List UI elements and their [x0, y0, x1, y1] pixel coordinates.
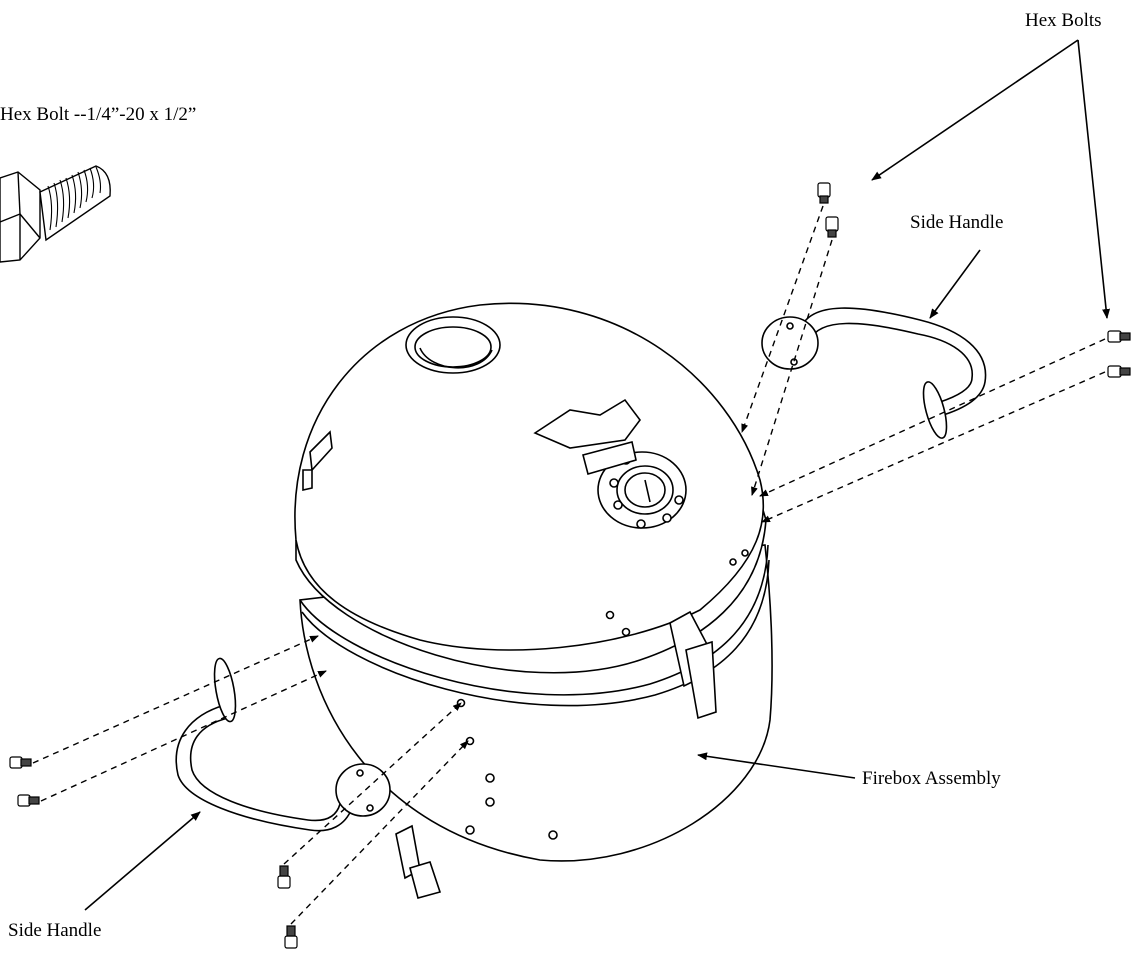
hex-bolt-right-1 [1107, 330, 1131, 343]
hex-bolt-right-2 [1107, 365, 1131, 378]
hex-bolt-top-1 [817, 182, 831, 204]
side-handle-right-label: Side Handle [910, 212, 1004, 233]
hex-bolts [9, 182, 1131, 949]
hex-bolt-bottom-2 [284, 925, 298, 949]
hex-bolt-detail [0, 165, 111, 263]
side-handle-left [175, 657, 391, 832]
assembly-guide-lines [32, 205, 1106, 925]
firebox-assembly [294, 302, 773, 899]
hex-bolt-spec-label: Hex Bolt --1/4”-20 x 1/2” [0, 104, 197, 125]
firebox-assembly-label: Firebox Assembly [862, 768, 1001, 789]
side-handle-left-label: Side Handle [8, 920, 102, 941]
hex-bolt-bottom-1 [277, 865, 291, 889]
hex-bolt-left-2 [17, 794, 40, 807]
hex-bolt-top-2 [825, 216, 839, 238]
hex-bolt-left-1 [9, 756, 32, 769]
hex-bolts-label: Hex Bolts [1025, 10, 1102, 31]
callout-leaders [84, 39, 1111, 911]
side-handle-right [761, 307, 987, 439]
